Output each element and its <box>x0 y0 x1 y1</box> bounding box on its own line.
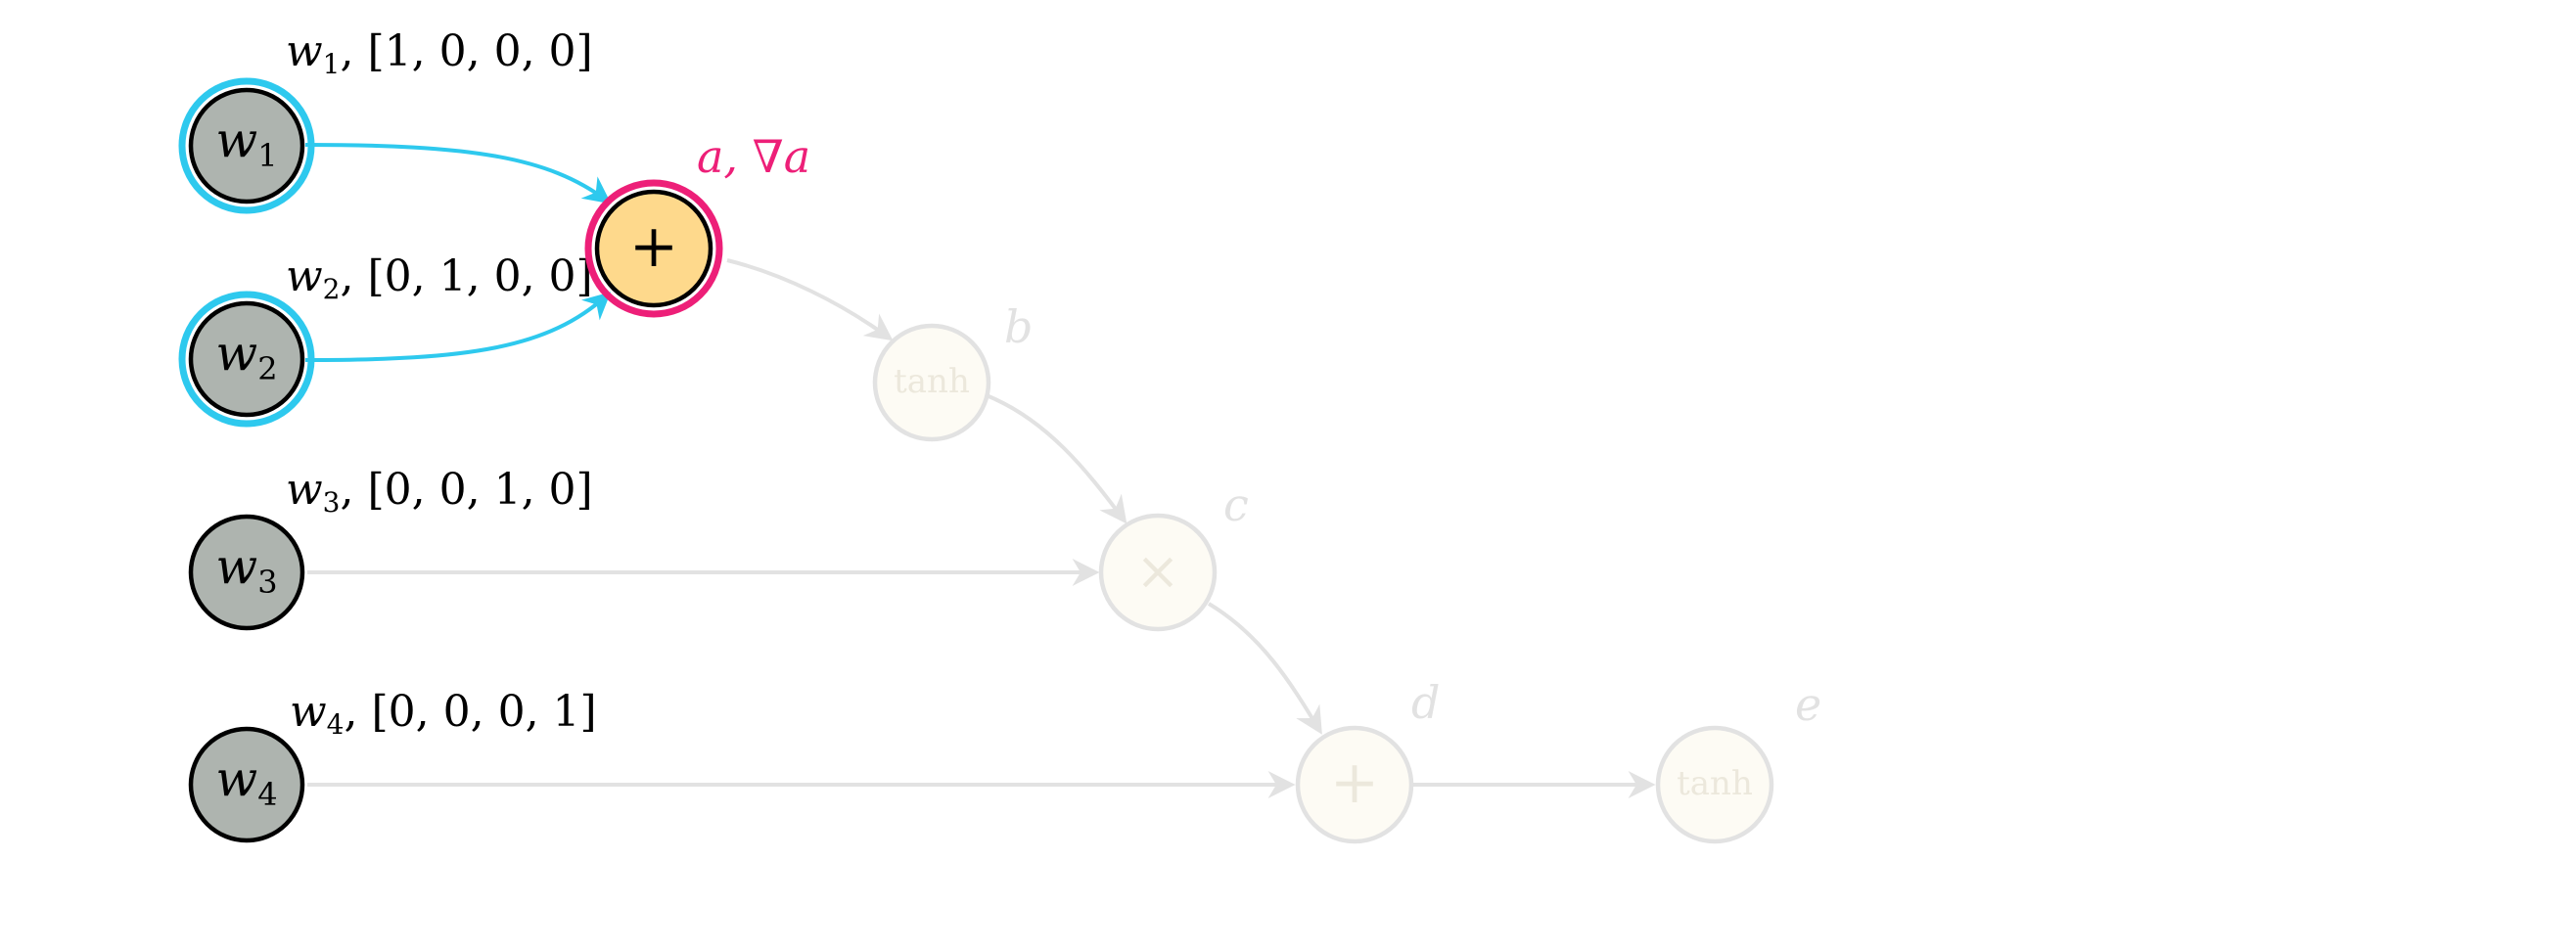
node-a-symbol: + <box>629 212 678 281</box>
node-w2-highlight-ring <box>178 291 315 428</box>
node-w3[interactable]: w3 w3, [0, 0, 1, 0] <box>188 465 593 631</box>
node-c[interactable]: × c <box>1098 478 1249 632</box>
node-a-highlight-ring <box>584 179 723 318</box>
node-b[interactable]: tanh b <box>872 300 1033 442</box>
node-w4-label: w4, [0, 0, 0, 1] <box>290 687 597 741</box>
node-b-label: b <box>1004 300 1033 353</box>
node-w2-circle <box>188 300 305 418</box>
edge-a-b <box>726 258 894 341</box>
node-d-symbol: + <box>1330 748 1379 817</box>
edge-w1-a <box>304 143 612 204</box>
edges <box>304 143 1656 798</box>
node-w1-symbol: w1 <box>215 112 277 174</box>
node-w4-symbol: w4 <box>215 750 277 813</box>
node-c-symbol: × <box>1135 540 1179 602</box>
edge-b-c <box>988 394 1127 524</box>
edge-w2-a <box>304 292 612 362</box>
node-w3-circle <box>188 514 305 631</box>
node-w1-highlight-ring <box>178 77 315 214</box>
node-c-label: c <box>1223 478 1249 531</box>
node-e-label: e <box>1795 678 1821 731</box>
node-w4[interactable]: w4 w4, [0, 0, 0, 1] <box>188 687 597 843</box>
node-e-symbol: tanh <box>1677 764 1753 803</box>
node-a-circle <box>594 189 713 308</box>
node-w2[interactable]: w2 w2, [0, 1, 0, 0] <box>178 251 593 428</box>
node-d-circle <box>1295 725 1414 844</box>
node-w2-symbol: w2 <box>215 325 277 387</box>
node-w1[interactable]: w1 w1, [1, 0, 0, 0] <box>178 26 593 214</box>
edge-c-d <box>1207 602 1322 735</box>
node-w3-label: w3, [0, 0, 1, 0] <box>286 465 593 519</box>
node-w2-label: w2, [0, 1, 0, 0] <box>286 251 593 305</box>
node-e[interactable]: tanh e <box>1655 678 1821 844</box>
node-b-symbol: tanh <box>894 362 970 401</box>
node-d-label: d <box>1411 676 1440 729</box>
node-w1-label: w1, [1, 0, 0, 0] <box>286 26 593 80</box>
node-a[interactable]: + a, ∇a <box>584 130 810 318</box>
node-w3-symbol: w3 <box>215 538 277 601</box>
node-d[interactable]: + d <box>1295 676 1440 844</box>
node-a-label: a, ∇a <box>697 130 810 183</box>
node-e-circle <box>1655 725 1774 844</box>
node-w4-circle <box>188 726 305 843</box>
node-w1-circle <box>188 87 305 204</box>
node-c-circle <box>1098 513 1218 632</box>
node-b-circle <box>872 323 991 442</box>
